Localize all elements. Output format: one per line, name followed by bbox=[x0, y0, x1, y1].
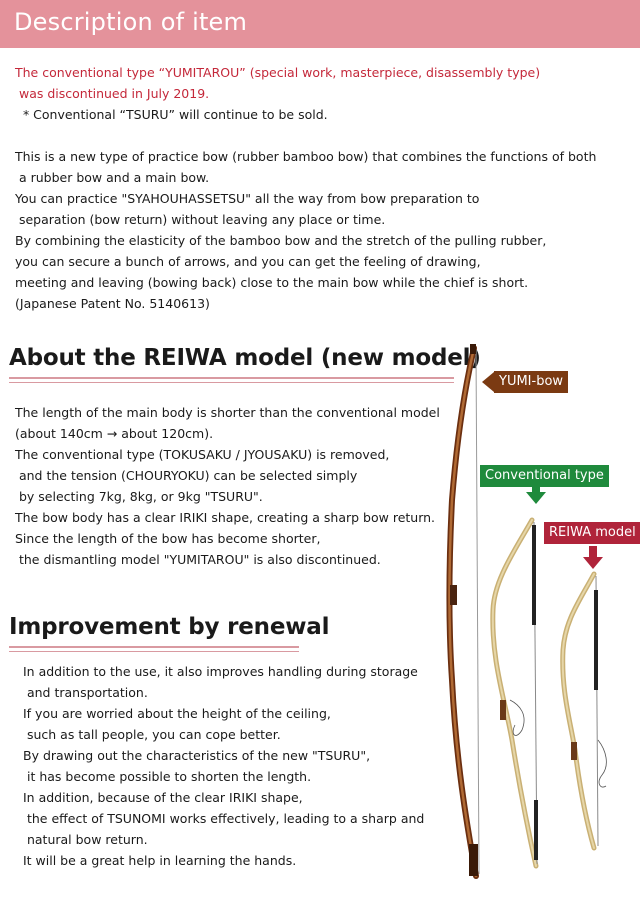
reiwa-line: by selecting 7kg, 8kg, or 9kg "TSURU". bbox=[15, 489, 263, 504]
discontinued-notice-line-2: was discontinued in July 2019. bbox=[15, 86, 210, 101]
reiwa-line: the dismantling model "YUMITAROU" is als… bbox=[15, 552, 381, 567]
renewal-line: it has become possible to shorten the le… bbox=[23, 769, 312, 784]
header-banner: Description of item bbox=[0, 0, 640, 48]
renewal-line: the effect of TSUNOMI works effectively,… bbox=[23, 811, 425, 826]
conventional-bow-image bbox=[490, 517, 539, 869]
intro-line: You can practice "SYAHOUHASSETSU" all th… bbox=[15, 191, 480, 206]
renewal-heading: Improvement by renewal bbox=[9, 614, 330, 640]
yumi-arrow-icon bbox=[482, 372, 494, 392]
yumi-bow-image bbox=[446, 344, 480, 879]
yumi-bow-label: YUMI-bow bbox=[494, 371, 569, 393]
intro-line: This is a new type of practice bow (rubb… bbox=[15, 149, 597, 164]
conventional-arrow-icon bbox=[526, 492, 546, 504]
renewal-line: It will be a great help in learning the … bbox=[23, 853, 297, 868]
tsuru-note: * Conventional “TSURU” will continue to … bbox=[15, 107, 328, 122]
discontinued-notice-line-1: The conventional type “YUMITAROU” (speci… bbox=[15, 65, 541, 80]
intro-line: you can secure a bunch of arrows, and yo… bbox=[15, 254, 481, 269]
reiwa-heading-rule bbox=[9, 377, 454, 379]
intro-paragraph: This is a new type of practice bow (rubb… bbox=[15, 146, 596, 314]
renewal-heading-rule bbox=[9, 646, 299, 648]
intro-line: (Japanese Patent No. 5140613) bbox=[15, 296, 210, 311]
reiwa-heading: About the REIWA model (new model) bbox=[9, 345, 481, 371]
renewal-line: In addition to the use, it also improves… bbox=[23, 664, 418, 679]
intro-line: separation (bow return) without leaving … bbox=[15, 212, 386, 227]
reiwa-arrow-icon bbox=[583, 557, 603, 569]
reiwa-line: Since the length of the bow has become s… bbox=[15, 531, 321, 546]
reiwa-heading-rule-thin bbox=[9, 382, 454, 383]
intro-line: meeting and leaving (bowing back) close … bbox=[15, 275, 529, 290]
renewal-line: In addition, because of the clear IRIKI … bbox=[23, 790, 303, 805]
reiwa-line: The conventional type (TOKUSAKU / JYOUSA… bbox=[15, 447, 390, 462]
reiwa-paragraph: The length of the main body is shorter t… bbox=[15, 402, 440, 570]
renewal-heading-rule-thin bbox=[9, 651, 299, 652]
reiwa-bow-image bbox=[560, 571, 607, 851]
renewal-line: By drawing out the characteristics of th… bbox=[23, 748, 371, 763]
reiwa-line: The length of the main body is shorter t… bbox=[15, 405, 440, 420]
reiwa-line: and the tension (CHOURYOKU) can be selec… bbox=[15, 468, 358, 483]
renewal-line: and transportation. bbox=[23, 685, 148, 700]
reiwa-line: The bow body has a clear IRIKI shape, cr… bbox=[15, 510, 436, 525]
conventional-type-label: Conventional type bbox=[480, 465, 609, 487]
reiwa-model-label: REIWA model bbox=[544, 522, 640, 544]
renewal-line: If you are worried about the height of t… bbox=[23, 706, 331, 721]
renewal-line: natural bow return. bbox=[23, 832, 148, 847]
renewal-paragraph: In addition to the use, it also improves… bbox=[23, 661, 424, 871]
page-title: Description of item bbox=[14, 8, 248, 36]
reiwa-line: (about 140cm → about 120cm). bbox=[15, 426, 214, 441]
renewal-line: such as tall people, you can cope better… bbox=[23, 727, 281, 742]
intro-line: By combining the elasticity of the bambo… bbox=[15, 233, 547, 248]
intro-line: a rubber bow and a main bow. bbox=[15, 170, 210, 185]
